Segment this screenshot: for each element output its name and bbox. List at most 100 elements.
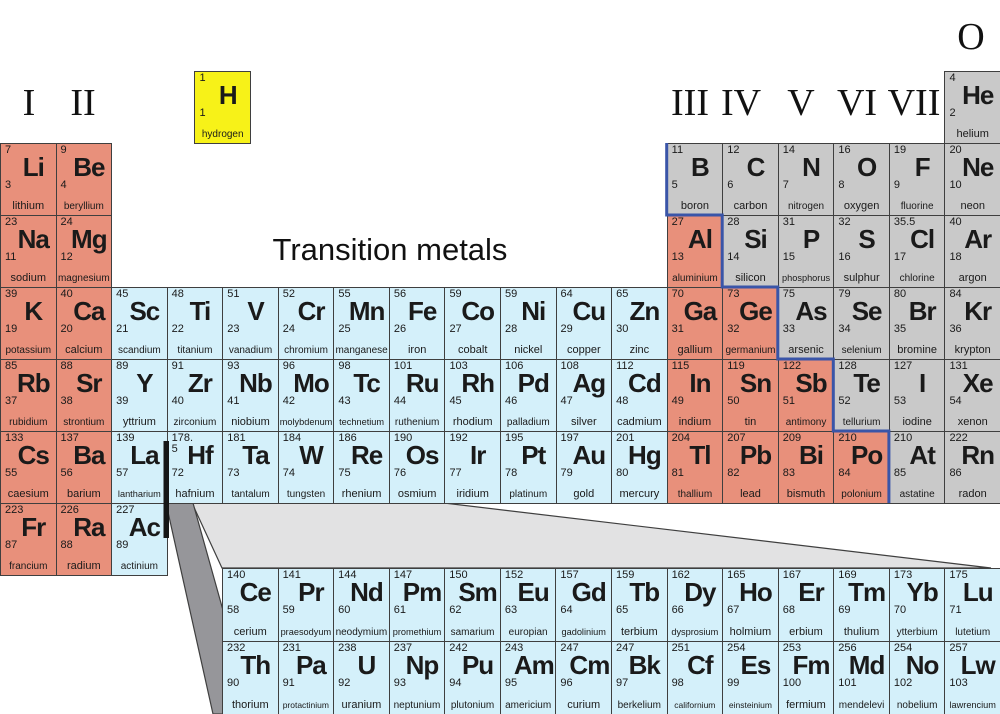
mass-number: 165 bbox=[727, 569, 746, 581]
element-name: cerium bbox=[233, 626, 267, 638]
element-symbol: Tc bbox=[353, 368, 380, 398]
atomic-number: 42 bbox=[282, 395, 296, 407]
mass-number: 85 bbox=[5, 360, 18, 372]
element-symbol: Ru bbox=[405, 368, 440, 398]
element-symbol: Pt bbox=[521, 440, 546, 470]
element-name: cadmium bbox=[617, 416, 662, 428]
mass-number: 40 bbox=[60, 288, 73, 300]
element-symbol: La bbox=[130, 440, 159, 470]
atomic-number: 88 bbox=[60, 539, 73, 551]
atomic-number: 5 bbox=[671, 179, 678, 191]
mass-number: 184 bbox=[282, 432, 302, 444]
atomic-number: 56 bbox=[60, 467, 73, 479]
element-symbol: Ca bbox=[73, 296, 105, 326]
atomic-number: 95 bbox=[504, 677, 518, 689]
mass-number: 162 bbox=[671, 569, 690, 581]
atomic-number: 81 bbox=[671, 467, 684, 479]
atomic-number: 58 bbox=[227, 604, 240, 616]
mass-number: 7 bbox=[5, 144, 12, 156]
mass-number: 152 bbox=[504, 569, 524, 581]
element-symbol: Na bbox=[17, 224, 50, 254]
element-name: sulphur bbox=[843, 272, 880, 284]
atomic-number: 69 bbox=[838, 604, 851, 616]
element-symbol: Ar bbox=[964, 224, 992, 254]
atomic-number: 39 bbox=[116, 395, 129, 407]
atomic-number: 51 bbox=[782, 395, 796, 407]
element-symbol: Np bbox=[405, 650, 440, 680]
mass-number: 197 bbox=[560, 432, 579, 444]
mass-number: 4 bbox=[949, 72, 956, 84]
element-name: molybdenum bbox=[279, 417, 333, 427]
element-symbol: Po bbox=[850, 440, 883, 470]
atomic-number: 92 bbox=[338, 677, 351, 689]
element-name: silicon bbox=[735, 272, 766, 284]
element-name: rubidium bbox=[9, 417, 48, 428]
element-name: lawrencium bbox=[949, 700, 996, 710]
atomic-number: 63 bbox=[504, 604, 518, 616]
atomic-number: 83 bbox=[782, 467, 796, 479]
element-name: gold bbox=[573, 488, 595, 500]
atomic-number: 52 bbox=[838, 395, 851, 407]
atomic-number: 8 bbox=[838, 179, 845, 191]
mass-number: 101 bbox=[393, 360, 413, 372]
element-symbol: Be bbox=[73, 152, 105, 182]
atomic-number: 66 bbox=[671, 604, 684, 616]
element-symbol: Xe bbox=[962, 368, 994, 398]
element-symbol: Er bbox=[798, 577, 824, 607]
mass-number: 226 bbox=[60, 504, 79, 516]
atomic-number: 75 bbox=[338, 467, 351, 479]
element-symbol: Lw bbox=[960, 650, 996, 680]
atomic-number: 4 bbox=[60, 179, 67, 191]
element-name: boron bbox=[680, 200, 709, 212]
element-symbol: S bbox=[858, 224, 875, 254]
element-symbol: Ge bbox=[739, 296, 773, 326]
element-name: berkelium bbox=[617, 700, 661, 711]
element-symbol: Cs bbox=[17, 440, 50, 470]
atomic-number: 68 bbox=[782, 604, 795, 616]
element-name: actinium bbox=[120, 561, 158, 572]
element-name: hafnium bbox=[175, 488, 215, 500]
group-header-v: V bbox=[787, 82, 815, 124]
mass-number: 222 bbox=[949, 432, 968, 444]
element-symbol: As bbox=[795, 296, 827, 326]
element-name: erbium bbox=[789, 626, 823, 638]
element-symbol: Os bbox=[405, 440, 440, 470]
element-symbol: Hg bbox=[628, 440, 662, 470]
element-symbol: Ag bbox=[572, 368, 606, 398]
element-name: neon bbox=[960, 200, 985, 212]
element-name: barium bbox=[67, 488, 101, 500]
atomic-number: 45 bbox=[449, 395, 462, 407]
element-name: rhodium bbox=[452, 416, 493, 428]
element-symbol: Pd bbox=[517, 368, 550, 398]
element-name: californium bbox=[674, 700, 716, 710]
mass-number: 254 bbox=[893, 642, 913, 654]
element-symbol: Tb bbox=[629, 577, 660, 607]
element-name: caesium bbox=[7, 488, 49, 500]
element-symbol: O bbox=[856, 152, 877, 182]
atomic-number: 26 bbox=[393, 323, 407, 335]
atomic-number: 41 bbox=[227, 395, 240, 407]
element-name: nitrogen bbox=[787, 201, 825, 212]
element-symbol: Rn bbox=[961, 440, 995, 470]
element-name: tungsten bbox=[286, 489, 326, 500]
mass-number: 231 bbox=[282, 642, 301, 654]
atomic-number: 3 bbox=[5, 179, 12, 191]
mass-number: 91 bbox=[171, 360, 184, 372]
element-symbol: U bbox=[357, 650, 377, 680]
atomic-number: 14 bbox=[727, 251, 740, 263]
